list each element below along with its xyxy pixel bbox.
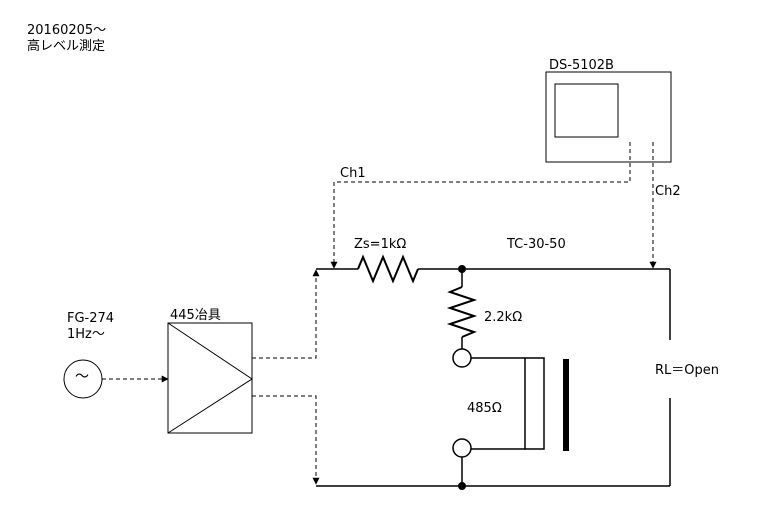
oscilloscope-screen [554,83,619,138]
shunt-resistor-label: 2.2kΩ [484,310,523,325]
top-rail [316,254,670,284]
page-title: 高レベル測定 [27,39,106,54]
oscilloscope [545,71,672,163]
oscilloscope-label: DS-5102B [549,58,614,73]
sine-wave-icon: ～ [75,369,89,385]
coil-resistance-label: 485Ω [467,401,502,416]
probe-ch2-label: Ch2 [655,184,681,199]
probe-ch1-wire [330,142,631,269]
coil-body [524,357,545,450]
fixture-label: 445冶具 [170,308,221,323]
header-date: 20160205～ [27,23,107,38]
shunt-resistor [446,286,478,338]
shunt-branch [446,269,478,349]
zs-resistor [357,254,419,284]
bottom-rail [316,269,671,487]
zs-label: Zs=1kΩ [354,237,407,252]
terminal-top [452,348,472,368]
amplifier-triangle [167,322,253,434]
fixture-output-top [252,269,320,359]
core-bar [563,359,569,451]
junction-bottom [458,482,466,490]
cable-label: TC-30-50 [507,237,566,252]
generator-label: FG-274 [67,311,115,326]
fixture-output-bottom [252,395,320,485]
probe-ch1-label: Ch1 [340,166,366,181]
fixture-block [167,322,253,434]
coil [471,357,545,450]
generator-frequency: 1Hz～ [67,327,105,342]
load-label: RL＝Open [655,363,719,378]
terminal-bottom [452,438,472,458]
